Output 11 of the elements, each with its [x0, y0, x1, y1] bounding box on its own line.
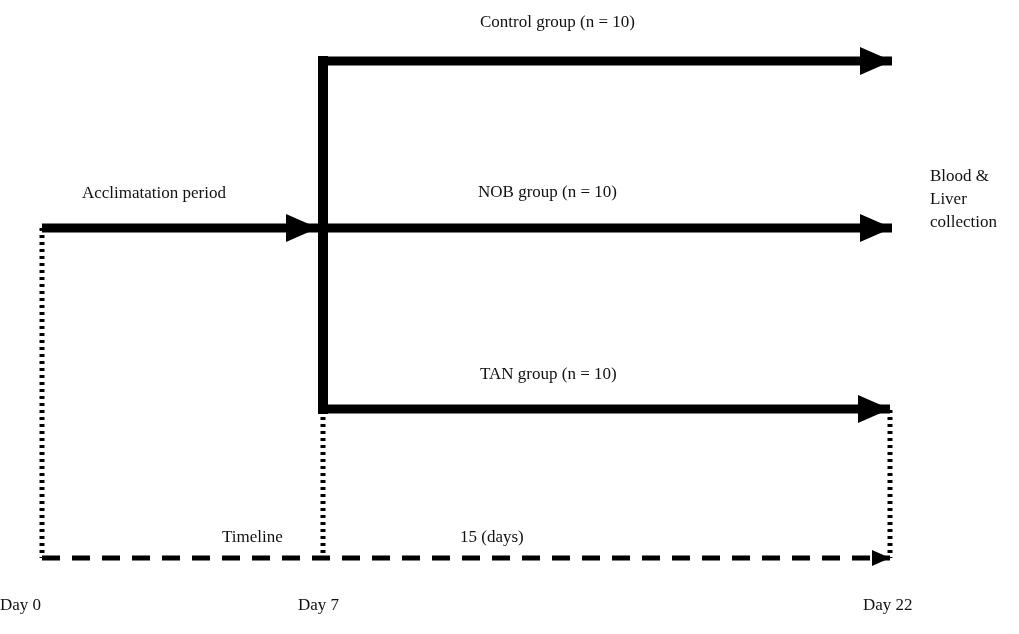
- arrow: [328, 395, 890, 423]
- duration-label: 15 (days): [460, 527, 524, 548]
- arrow: [328, 214, 892, 242]
- edge-label: Acclimatation period: [82, 183, 226, 204]
- arrow: [42, 214, 318, 242]
- collection-note: Blood & Liver collection: [892, 164, 998, 256]
- arrow: [328, 47, 892, 75]
- edge-label: TAN group (n = 10): [480, 364, 617, 385]
- edge-label: Control group (n = 10): [480, 12, 636, 33]
- edge-label: NOB group (n = 10): [478, 182, 617, 203]
- branch-bar: [318, 56, 328, 414]
